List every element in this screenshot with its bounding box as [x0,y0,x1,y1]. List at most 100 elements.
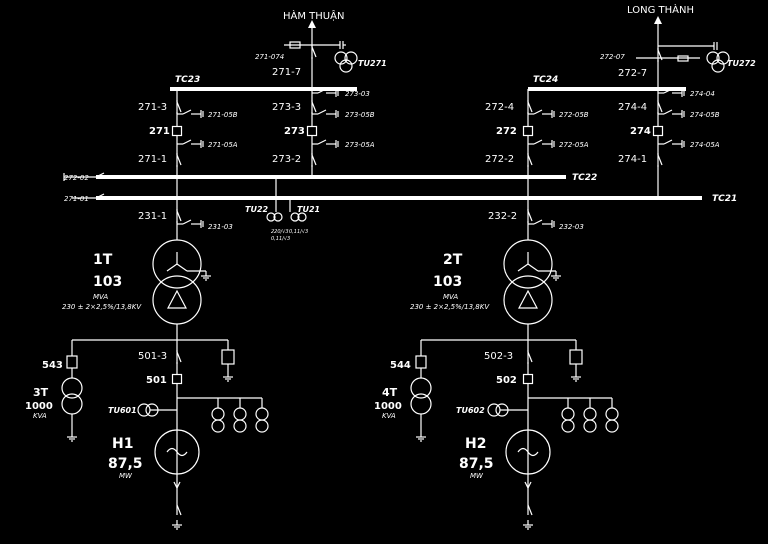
unit-1: 231-1 231-03 1T 103 MVA 230 ± 2×2,5%/13,… [25,196,269,530]
label-vt-ratio-2: 0,11/√3 [289,229,308,235]
label-271-074: 271-074 [255,53,284,61]
label-tu21: TU21 [297,205,320,214]
label-274-05B: 274-05B [690,111,720,119]
arrow-up-icon [308,20,316,28]
bus-vts: TU22 TU21 220/√3 0,11/√3 0,11/√3 [245,175,320,242]
t2-unit: MVA [443,293,458,301]
label-501: 501 [146,375,167,386]
vt-icon [706,51,730,73]
bay-273: 273-03 273-3 273-05B 273 273-05A 273-2 [272,88,375,179]
label-tu272: TU272 [727,59,756,68]
breaker-273 [306,125,318,137]
t1-name: 1T [93,252,113,268]
breaker-272 [522,125,534,137]
label-274-05A: 274-05A [690,141,720,149]
bay-272: 272-4 272-05B 272 272-05A 272-2 [485,89,589,179]
label-tu271: TU271 [358,59,387,68]
label-273: 273 [284,126,305,137]
label-271-05B: 271-05B [208,111,238,119]
t3-rating: 1000 [25,401,53,412]
sine-icon [166,447,188,457]
bus-label-tc22: TC22 [572,173,597,183]
transformer-1t-winding-hv [152,239,202,289]
t2-ratio: 230 ± 2×2,5%/13,8KV [410,303,490,311]
h2-unit: MW [470,472,484,480]
line-name-right: LONG THÀNH [627,3,694,16]
label-272-05B: 272-05B [559,111,589,119]
t1-unit: MVA [93,293,108,301]
vt-icon [334,51,358,73]
line-long-thanh: LONG THÀNH 272-07 272-7 TU272 [600,3,756,88]
line-ham-thuan: HÀM THUẬN 271-074 271-7 TU271 [255,9,387,88]
transformer-2t-winding-hv [503,239,553,289]
label-272-2: 272-2 [485,154,514,165]
label-274-04: 274-04 [690,90,715,98]
label-274: 274 [630,126,651,137]
t3-name: 3T [33,386,49,399]
t2-name: 2T [443,252,463,268]
label-231-1: 231-1 [138,211,167,222]
t1-ratio: 230 ± 2×2,5%/13,8KV [62,303,142,311]
bus-earth-switches: 272-02 271-01 [63,172,105,203]
breaker-274 [652,125,664,137]
label-502-3: 502-3 [484,351,513,362]
label-543: 543 [42,360,63,371]
label-274-1: 274-1 [618,154,647,165]
label-271-3: 271-3 [138,102,167,113]
t2-rating: 103 [433,274,462,290]
unit-2: 232-2 232-03 2T 103 MVA 230 ± 2×2,5%/13,… [374,177,619,530]
transformer-2t-winding-lv [503,275,553,325]
t4-unit: KVA [382,412,396,420]
h1-unit: MW [119,472,133,480]
label-271: 271 [149,126,170,137]
h1-name: H1 [112,436,133,452]
label-501-3: 501-3 [138,351,167,362]
bus-label-tc23: TC23 [175,75,200,85]
label-232-2: 232-2 [488,211,517,222]
label-502: 502 [496,375,517,386]
label-273-03: 273-03 [345,90,370,98]
label-tu22: TU22 [245,205,269,214]
label-vt-ratio-3: 0,11/√3 [271,236,290,242]
fuse-543 [66,355,78,369]
label-273-05B: 273-05B [345,111,375,119]
label-tu601: TU601 [108,406,137,415]
label-vt-ratio-1: 220/√3 [271,229,289,235]
bus-label-tc24: TC24 [533,75,558,85]
label-272-07: 272-07 [600,53,625,61]
t1-rating: 103 [93,274,122,290]
label-273-2: 273-2 [272,154,301,165]
arrow-up-icon [654,16,662,24]
t4-rating: 1000 [374,401,402,412]
label-272-05A: 272-05A [559,141,589,149]
label-272-7: 272-7 [618,68,647,79]
label-274-4: 274-4 [618,102,647,113]
label-273-3: 273-3 [272,102,301,113]
bus-label-tc21: TC21 [712,194,737,204]
breaker-501 [171,373,183,385]
label-271-1: 271-1 [138,154,167,165]
t3-unit: KVA [33,412,47,420]
fuse-544 [415,355,427,369]
label-272: 272 [496,126,517,137]
label-272-02: 272-02 [64,174,89,182]
breaker-271 [171,125,183,137]
transformer-1t-winding-lv [152,275,202,325]
h1-rating: 87,5 [108,456,143,472]
sine-icon [517,447,539,457]
label-271-7: 271-7 [272,67,301,78]
label-273-05A: 273-05A [345,141,375,149]
label-231-03: 231-03 [208,223,233,231]
h2-rating: 87,5 [459,456,494,472]
bay-271: 271-3 271-05B 271 271-05A 271-1 [138,89,238,198]
h2-name: H2 [465,436,486,452]
label-271-05A: 271-05A [208,141,238,149]
label-272-4: 272-4 [485,102,514,113]
t4-name: 4T [382,386,398,399]
label-271-01: 271-01 [64,195,89,203]
line-name-left: HÀM THUẬN [283,9,344,22]
label-tu602: TU602 [456,406,485,415]
label-232-03: 232-03 [559,223,584,231]
breaker-502 [522,373,534,385]
